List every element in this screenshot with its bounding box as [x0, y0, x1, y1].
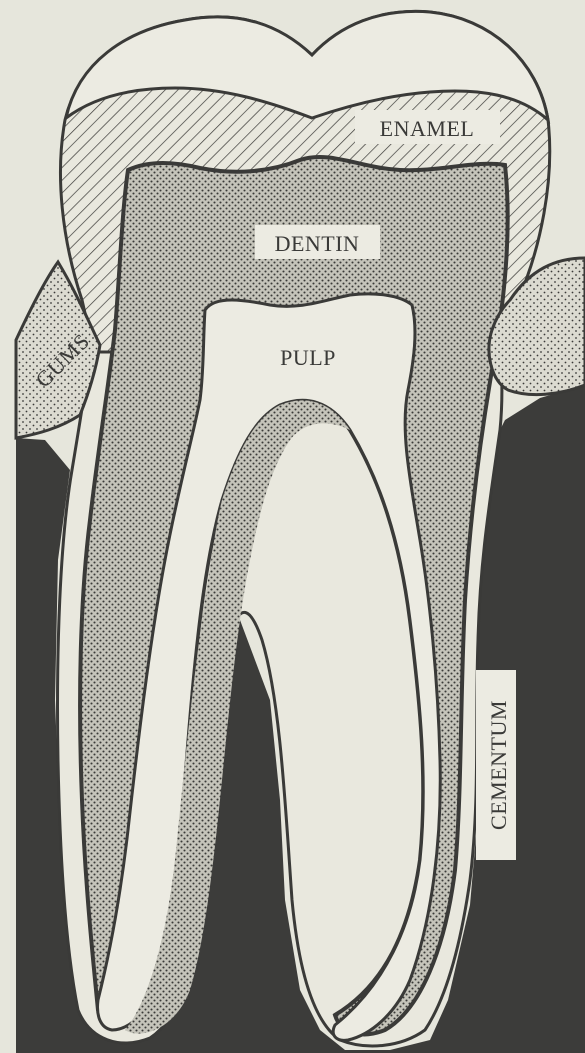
svg-text:PULP: PULP: [280, 345, 336, 370]
svg-text:DENTIN: DENTIN: [275, 231, 360, 256]
cementum-label: CEMENTUM: [476, 670, 516, 860]
dentin-label: DENTIN: [255, 225, 380, 259]
svg-text:CEMENTUM: CEMENTUM: [486, 700, 511, 830]
pulp-label: PULP: [280, 345, 336, 370]
enamel-label: ENAMEL: [355, 110, 500, 144]
svg-text:ENAMEL: ENAMEL: [380, 116, 475, 141]
